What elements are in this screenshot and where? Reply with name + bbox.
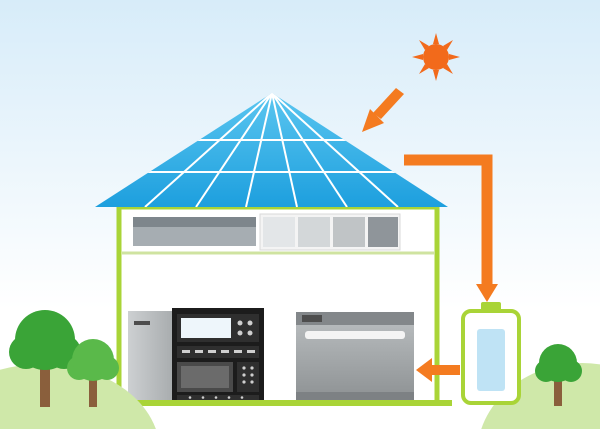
panel-grid-line bbox=[144, 93, 273, 207]
dishwasher-base bbox=[296, 392, 414, 401]
tree-trunk bbox=[554, 378, 562, 406]
oven-unit bbox=[172, 308, 264, 402]
base-dot bbox=[201, 396, 205, 399]
refrigerator-body bbox=[128, 311, 172, 402]
window-pane bbox=[263, 217, 295, 247]
dishwasher-display bbox=[302, 315, 322, 322]
sun-ray bbox=[443, 64, 453, 74]
sun-ray bbox=[412, 54, 423, 60]
refrigerator-handle bbox=[134, 321, 150, 325]
base-dot bbox=[240, 396, 244, 399]
keypad-dot bbox=[250, 373, 254, 377]
range-hood bbox=[133, 217, 256, 246]
tree-left-small bbox=[67, 339, 119, 407]
energy-flow-arrows bbox=[362, 88, 498, 382]
panel-grid-line bbox=[271, 93, 399, 207]
keypad-dot bbox=[242, 366, 246, 370]
sun-ray bbox=[443, 40, 453, 50]
bush-left bbox=[0, 364, 156, 429]
window-pane bbox=[298, 217, 330, 247]
base-dot bbox=[188, 396, 192, 399]
house bbox=[116, 204, 440, 406]
panel-grid-line bbox=[245, 93, 273, 207]
foliage-blob bbox=[539, 344, 577, 382]
window-pane bbox=[368, 217, 398, 247]
arrow-roof-to-battery bbox=[404, 154, 498, 302]
sun-core bbox=[423, 44, 449, 70]
dishwasher-handle bbox=[305, 331, 405, 339]
arrow-battery-to-house bbox=[416, 358, 460, 382]
range-hood-vent bbox=[133, 217, 256, 227]
sun-icon bbox=[412, 33, 460, 81]
oven-buttons bbox=[237, 320, 253, 336]
arrow-shaft bbox=[432, 365, 460, 375]
keypad-dot bbox=[250, 366, 254, 370]
oven-button bbox=[247, 320, 253, 326]
keypad-dot bbox=[242, 373, 246, 377]
upstairs-window bbox=[259, 213, 401, 251]
base-dot bbox=[214, 396, 218, 399]
keypad-dot bbox=[242, 380, 246, 384]
oven-key bbox=[247, 350, 255, 353]
arrow-shaft bbox=[373, 88, 404, 119]
tree-trunk bbox=[40, 362, 50, 407]
tree-trunk bbox=[89, 375, 97, 407]
arrow-head bbox=[416, 358, 432, 382]
oven-button bbox=[237, 330, 243, 336]
oven-key bbox=[221, 350, 229, 353]
panel-grid-line bbox=[271, 93, 298, 207]
arrow-sun-to-roof bbox=[362, 88, 404, 132]
keypad-dot bbox=[250, 380, 254, 384]
battery-cell bbox=[477, 329, 505, 391]
oven-key bbox=[195, 350, 203, 353]
dishwasher-control-strip bbox=[296, 312, 414, 325]
base-dot bbox=[227, 396, 231, 399]
sun-ray bbox=[419, 40, 429, 50]
sun-ray bbox=[419, 64, 429, 74]
tree-foliage bbox=[67, 339, 119, 381]
microwave-window-inner bbox=[181, 366, 229, 388]
oven-mid-panel bbox=[177, 346, 259, 358]
sun-ray bbox=[433, 70, 439, 81]
foliage-blob bbox=[15, 310, 75, 370]
dishwasher bbox=[296, 312, 414, 401]
dishwasher-body bbox=[296, 312, 414, 401]
oven-key bbox=[182, 350, 190, 353]
ground-line bbox=[112, 400, 452, 406]
arrow-head bbox=[362, 109, 384, 132]
oven-base-strip bbox=[177, 395, 259, 400]
refrigerator bbox=[128, 311, 172, 402]
solar-panel-roof bbox=[95, 93, 448, 207]
tree-foliage bbox=[535, 344, 582, 382]
tree-foliage bbox=[9, 310, 81, 370]
oven-display bbox=[181, 318, 231, 338]
tree-right bbox=[535, 344, 582, 406]
microwave-keypad bbox=[237, 362, 259, 392]
oven-mid-buttons bbox=[182, 350, 255, 353]
roof-panel-surface bbox=[95, 93, 448, 207]
arrow-head bbox=[476, 284, 498, 302]
sun-ray bbox=[449, 54, 460, 60]
microwave-keys bbox=[242, 366, 254, 384]
oven-button bbox=[237, 320, 243, 326]
sun-ray bbox=[433, 33, 439, 44]
panel-grid-line bbox=[271, 93, 348, 207]
panel-grid-line bbox=[195, 93, 273, 207]
window-pane bbox=[333, 217, 365, 247]
oven-key bbox=[208, 350, 216, 353]
tree-left-large bbox=[9, 310, 81, 407]
oven-base-dots bbox=[188, 396, 244, 399]
foliage-blob bbox=[72, 339, 114, 381]
oven-key bbox=[234, 350, 242, 353]
oven-button bbox=[247, 330, 253, 336]
arrow-shaft bbox=[404, 154, 493, 285]
storage-battery bbox=[461, 302, 521, 405]
